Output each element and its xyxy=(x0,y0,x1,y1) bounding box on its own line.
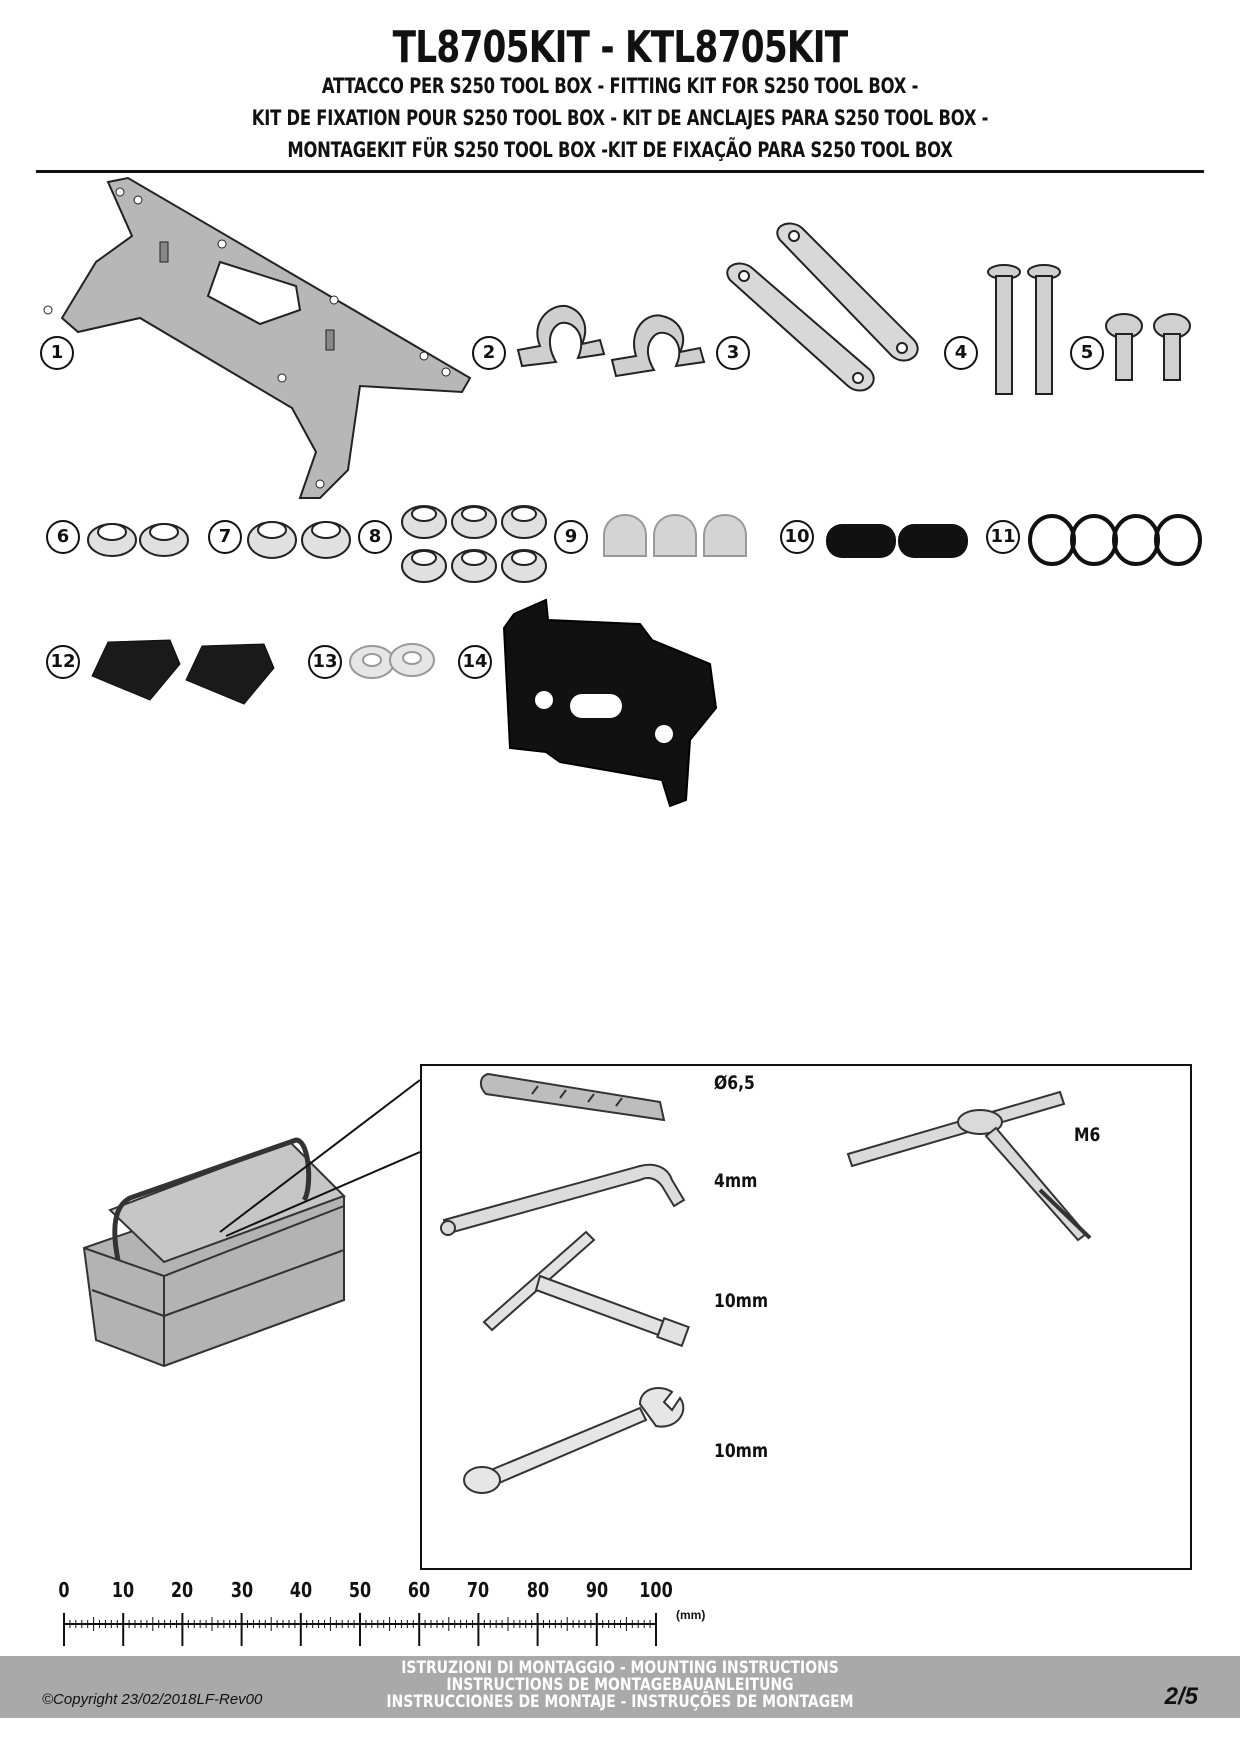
ruler-label: 20 xyxy=(171,1578,194,1602)
ruler-unit: (mm) xyxy=(676,1608,706,1622)
ruler-label: 100 xyxy=(639,1578,673,1602)
t-wrench-drawing xyxy=(482,1230,690,1348)
ruler-label: 0 xyxy=(58,1578,70,1602)
part-13-washers-drawing xyxy=(349,643,435,679)
combination-wrench-drawing xyxy=(463,1387,685,1494)
part-14-gasket-drawing xyxy=(502,598,718,808)
part-3-straps-drawing xyxy=(726,222,919,392)
page-number: 2/5 xyxy=(1164,1683,1198,1710)
ruler-label: 40 xyxy=(289,1578,312,1602)
part-number-badge: 6 xyxy=(46,520,80,554)
part-number-badge: 4 xyxy=(944,336,978,370)
allen-key-label: 4mm xyxy=(714,1170,758,1192)
part-number-badge: 9 xyxy=(554,520,588,554)
part-number-badge: 3 xyxy=(716,336,750,370)
part-4-long-screws-drawing xyxy=(987,264,1061,395)
ruler-label: 80 xyxy=(526,1578,549,1602)
ruler-label: 50 xyxy=(348,1578,372,1602)
part-number-badge: 1 xyxy=(40,336,74,370)
part-number-badge: 10 xyxy=(780,520,814,554)
callout-line xyxy=(225,1151,421,1237)
part-2-clamps-drawing xyxy=(516,304,706,378)
toolbox-drawing xyxy=(82,1137,346,1368)
ruler-label: 70 xyxy=(467,1578,490,1602)
tools-frame xyxy=(420,1064,1192,1570)
ruler-label: 60 xyxy=(408,1578,431,1602)
part-8-nuts-drawing xyxy=(401,505,547,583)
allen-key-drawing xyxy=(440,1163,686,1236)
footer-bar xyxy=(0,1656,1240,1718)
t-wrench-label: 10mm xyxy=(714,1290,769,1312)
ruler-label: 90 xyxy=(585,1578,608,1602)
ruler-scale xyxy=(63,1613,657,1646)
tap-wrench-label: M6 xyxy=(1074,1124,1101,1146)
part-number-badge: 14 xyxy=(458,645,492,679)
part-number-badge: 11 xyxy=(986,520,1020,554)
part-number-badge: 13 xyxy=(308,645,342,679)
parts-illustration xyxy=(43,176,1202,808)
callout-line xyxy=(219,1079,421,1233)
copyright-text: ©Copyright 23/02/2018LF-Rev00 xyxy=(42,1691,263,1708)
footer-line-3: INSTRUCCIONES DE MONTAJE - INSTRUÇÕES DE… xyxy=(386,1692,854,1712)
part-number-badge: 12 xyxy=(46,645,80,679)
ruler-label: 30 xyxy=(230,1578,253,1602)
tools-illustration xyxy=(82,1072,1092,1494)
document-title: TL8705KIT - KTL8705KIT xyxy=(392,22,849,73)
footer-line-2: INSTRUCTIONS DE MONTAGEBAUANLEITUNG xyxy=(446,1675,794,1695)
header-rule xyxy=(36,170,1204,173)
part-1-bracket-plate-drawing xyxy=(43,176,472,499)
part-9-cap-nuts-drawing xyxy=(603,514,747,557)
drill-bit-label: Ø6,5 xyxy=(714,1072,755,1094)
part-number-badge: 7 xyxy=(208,520,242,554)
part-number-badge: 5 xyxy=(1070,336,1104,370)
ruler-label: 10 xyxy=(112,1578,135,1602)
combination-wrench-label: 10mm xyxy=(714,1440,769,1462)
part-10-spacers-drawing xyxy=(826,524,968,558)
footer-line-1: ISTRUZIONI DI MONTAGGIO - MOUNTING INSTR… xyxy=(401,1658,839,1678)
part-11-rings-drawing xyxy=(1028,514,1202,566)
subtitle-line-2: KIT DE FIXATION POUR S250 TOOL BOX - KIT… xyxy=(251,106,989,130)
part-6-nuts-drawing xyxy=(87,523,189,557)
part-12-pads-drawing xyxy=(91,639,275,705)
part-number-badge: 2 xyxy=(472,336,506,370)
part-number-badge: 8 xyxy=(358,520,392,554)
subtitle-line-1: ATTACCO PER S250 TOOL BOX - FITTING KIT … xyxy=(321,74,919,98)
drill-bit-drawing xyxy=(480,1072,666,1122)
part-7-nuts-drawing xyxy=(247,521,351,559)
tap-wrench-drawing xyxy=(846,1090,1092,1242)
subtitle-line-3: MONTAGEKIT FÜR S250 TOOL BOX -KIT DE FIX… xyxy=(287,138,953,162)
part-5-short-screws-drawing xyxy=(1105,313,1191,381)
